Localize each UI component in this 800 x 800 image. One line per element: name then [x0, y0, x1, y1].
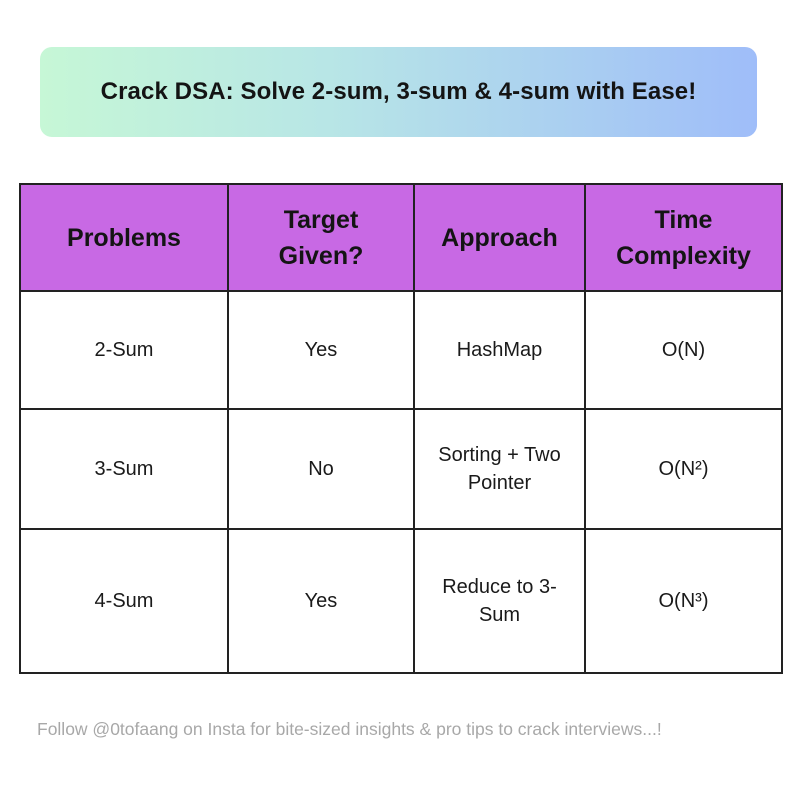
- cell-time-complexity: O(N): [584, 290, 783, 410]
- cell-approach: Reduce to 3-Sum: [413, 528, 586, 674]
- table-row: 3-Sum No Sorting + Two Pointer O(N²): [19, 408, 783, 530]
- table-row: 2-Sum Yes HashMap O(N): [19, 290, 783, 410]
- page-title: Crack DSA: Solve 2-sum, 3-sum & 4-sum wi…: [100, 78, 697, 105]
- header-approach: Approach: [413, 183, 586, 292]
- title-banner: Crack DSA: Solve 2-sum, 3-sum & 4-sum wi…: [40, 47, 757, 137]
- header-target-given: Target Given?: [227, 183, 415, 292]
- cell-target-given: Yes: [227, 528, 415, 674]
- comparison-table-container: Problems Target Given? Approach Time Com…: [19, 183, 783, 674]
- cell-approach: Sorting + Two Pointer: [413, 408, 586, 530]
- comparison-table: Problems Target Given? Approach Time Com…: [19, 183, 783, 674]
- cell-time-complexity: O(N²): [584, 408, 783, 530]
- header-problems: Problems: [19, 183, 229, 292]
- cell-time-complexity: O(N³): [584, 528, 783, 674]
- cell-problem: 3-Sum: [19, 408, 229, 530]
- cell-approach: HashMap: [413, 290, 586, 410]
- cell-target-given: No: [227, 408, 415, 530]
- cell-target-given: Yes: [227, 290, 415, 410]
- cell-problem: 4-Sum: [19, 528, 229, 674]
- table-row: 4-Sum Yes Reduce to 3-Sum O(N³): [19, 528, 783, 674]
- cell-problem: 2-Sum: [19, 290, 229, 410]
- footer-note: Follow @0tofaang on Insta for bite-sized…: [37, 719, 662, 739]
- header-time-complexity: Time Complexity: [584, 183, 783, 292]
- table-header-row: Problems Target Given? Approach Time Com…: [19, 183, 783, 292]
